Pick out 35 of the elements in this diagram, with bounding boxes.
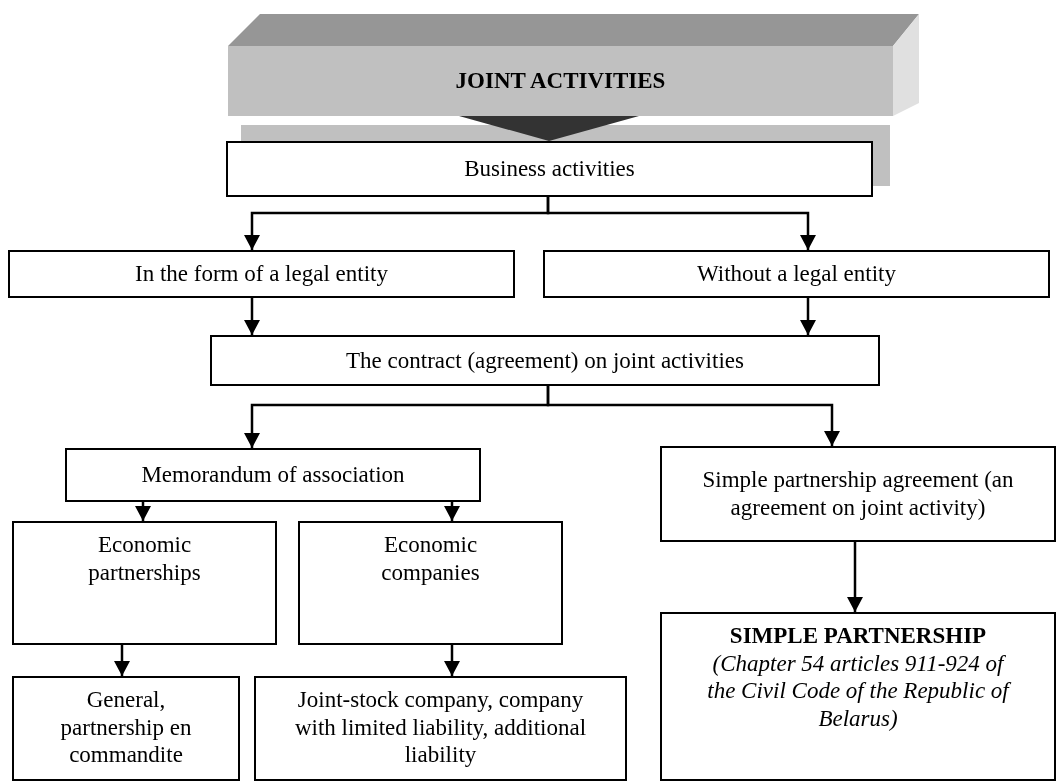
box-heading: SIMPLE PARTNERSHIP xyxy=(729,622,987,650)
box-text: Simple partnership agreement (an agreement on joint activity) xyxy=(701,466,1015,522)
arrow xyxy=(244,298,260,335)
process-box xyxy=(12,521,277,645)
box-text: Economic partnerships xyxy=(87,531,202,587)
process-box xyxy=(660,446,1056,542)
box-text: Economic companies xyxy=(380,531,481,587)
process-box xyxy=(254,676,627,781)
arrow xyxy=(114,645,130,676)
box-text: The contract (agreement) on joint activities xyxy=(346,346,744,375)
process-box xyxy=(226,141,873,197)
process-box xyxy=(8,250,515,298)
process-box xyxy=(210,335,880,386)
process-box xyxy=(12,676,240,781)
box-text: Memorandum of association xyxy=(141,461,405,489)
arrow xyxy=(847,542,863,612)
process-box xyxy=(65,448,481,502)
arrow xyxy=(800,298,816,335)
box-text: Without a legal entity xyxy=(697,260,896,288)
box-text: (Chapter 54 articles 911-924 of the Civil Code of the Republic of Belarus) xyxy=(706,649,1010,733)
box-text: Joint-stock company, company with limited liability, additional liability xyxy=(293,686,588,769)
process-box xyxy=(298,521,563,645)
process-box xyxy=(660,612,1056,781)
box-text: In the form of a legal entity xyxy=(135,260,388,288)
box-text: General, partnership en commandite xyxy=(59,686,193,769)
chevron-arrow xyxy=(459,116,639,141)
title-text: JOINT ACTIVITIES xyxy=(455,67,666,95)
process-box xyxy=(543,250,1050,298)
arrow xyxy=(546,386,840,446)
box-text: Business activities xyxy=(464,155,635,183)
arrow xyxy=(546,197,816,250)
arrow xyxy=(135,502,151,521)
arrow xyxy=(444,502,460,521)
arrow xyxy=(444,645,460,676)
title-block xyxy=(228,46,893,116)
